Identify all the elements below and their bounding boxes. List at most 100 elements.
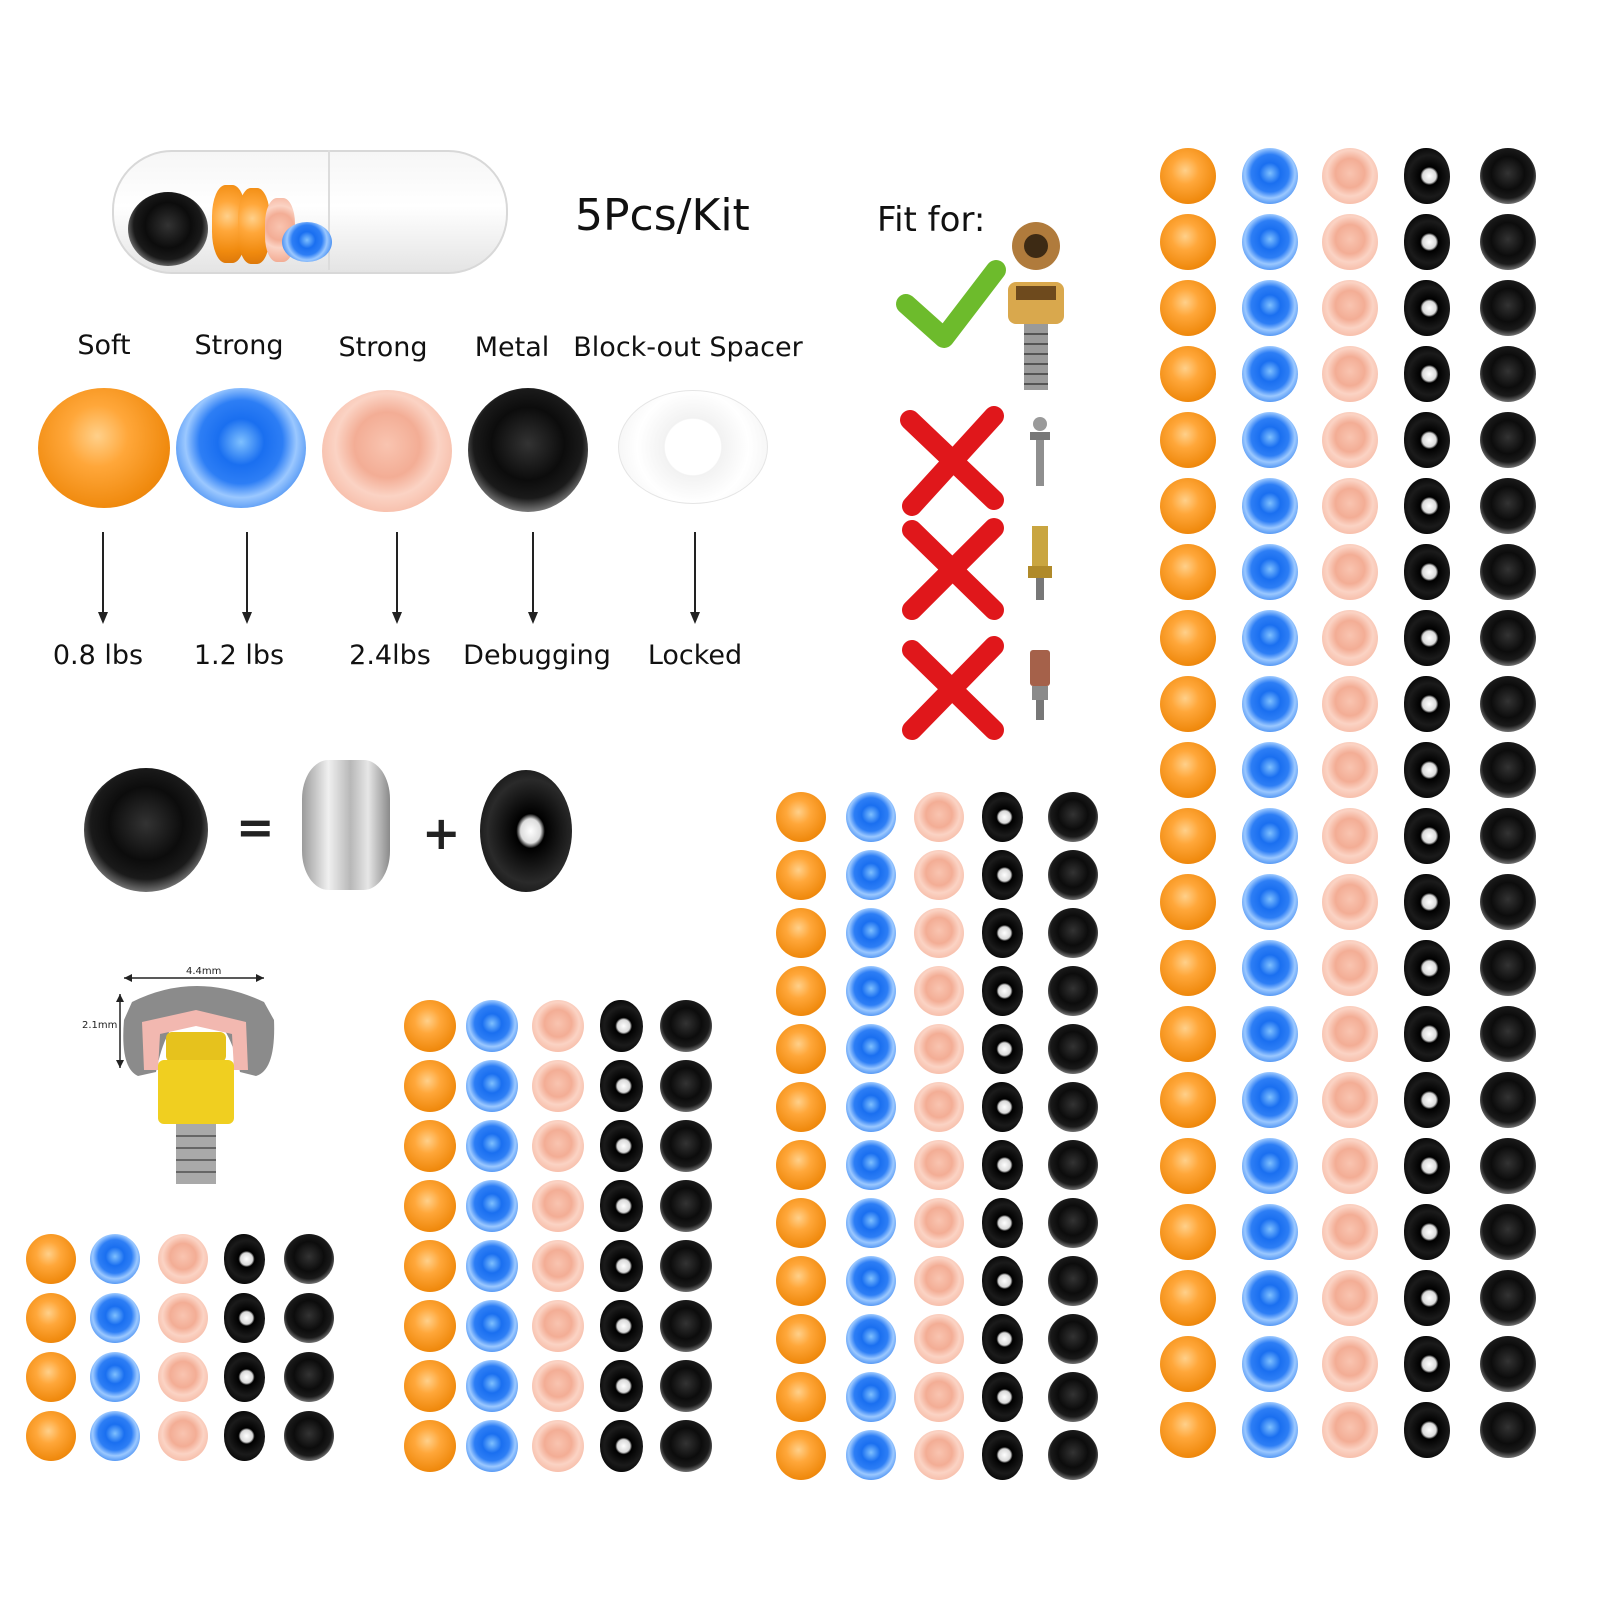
metal-housing-image [302, 760, 390, 890]
insert-pink-item [1322, 1402, 1378, 1458]
insert-metal-item [1048, 1140, 1098, 1190]
equals-sign: = [236, 800, 275, 854]
insert-metal-item [1480, 610, 1536, 666]
insert-pink-item [914, 1140, 964, 1190]
arrow-head-strong-pink [392, 612, 402, 624]
insert-black-item [1404, 478, 1450, 534]
insert-metal-item [660, 1240, 712, 1292]
insert-image-strong-pink [322, 390, 452, 512]
insert-blue-item [466, 1420, 518, 1472]
insert-metal-item [284, 1352, 334, 1402]
arrow-head-strong-blue [242, 612, 252, 624]
arrow-soft [102, 532, 104, 612]
insert-pink-item [158, 1293, 208, 1343]
insert-blue-item [1242, 1072, 1298, 1128]
insert-pink-item [914, 1198, 964, 1248]
insert-blue-item [1242, 1204, 1298, 1260]
insert-orange-item [1160, 478, 1216, 534]
insert-blue-item [90, 1352, 140, 1402]
insert-pink-item [914, 1024, 964, 1074]
insert-black-item [982, 1430, 1023, 1480]
insert-pink-item [532, 1420, 584, 1472]
insert-black-item [1404, 1270, 1450, 1326]
insert-black-item [224, 1352, 265, 1402]
insert-metal-item [1048, 792, 1098, 842]
insert-pink-item [1322, 346, 1378, 402]
insert-metal-item [1048, 850, 1098, 900]
insert-pink-item [532, 1180, 584, 1232]
insert-blue-item [846, 1314, 896, 1364]
gold-abutment-image [1028, 526, 1052, 600]
insert-pink-item [532, 1120, 584, 1172]
insert-blue-item [466, 1180, 518, 1232]
insert-orange-item [1160, 940, 1216, 996]
insert-pink-item [914, 1372, 964, 1422]
insert-black-item [982, 1314, 1023, 1364]
insert-blue-item [1242, 1006, 1298, 1062]
insert-value-metal: Debugging [463, 640, 611, 671]
fit-icons [896, 222, 1064, 740]
insert-black-item [1404, 1336, 1450, 1392]
insert-black-item [1404, 544, 1450, 600]
insert-black-item [1404, 874, 1450, 930]
insert-metal-item [1048, 1314, 1098, 1364]
insert-metal-item [1480, 742, 1536, 798]
insert-pink-item [1322, 148, 1378, 204]
insert-black-item [1404, 1204, 1450, 1260]
insert-orange-item [1160, 214, 1216, 270]
insert-blue-item [1242, 346, 1298, 402]
insert-black-item [600, 1180, 643, 1232]
insert-orange-item [404, 1420, 456, 1472]
capsule-divider [328, 150, 330, 270]
insert-blue-item [90, 1411, 140, 1461]
insert-orange-item [404, 1300, 456, 1352]
insert-black-item [1404, 214, 1450, 270]
insert-pink-item [1322, 1336, 1378, 1392]
insert-black-item [1404, 742, 1450, 798]
insert-metal-item [1480, 1402, 1536, 1458]
insert-orange-item [776, 1024, 826, 1074]
insert-name-soft: Soft [77, 330, 131, 361]
insert-blue-item [1242, 412, 1298, 468]
insert-blue-item [1242, 676, 1298, 732]
insert-black-item [1404, 280, 1450, 336]
insert-orange-item [776, 1082, 826, 1132]
insert-orange-item [776, 966, 826, 1016]
insert-black-item [1404, 1402, 1450, 1458]
insert-blue-item [1242, 1336, 1298, 1392]
insert-blue-item [846, 792, 896, 842]
insert-blue-item [466, 1120, 518, 1172]
insert-metal-item [284, 1293, 334, 1343]
insert-metal-item [1480, 940, 1536, 996]
insert-blue-item [846, 1082, 896, 1132]
insert-metal-item [1480, 874, 1536, 930]
insert-black-item [1404, 1006, 1450, 1062]
insert-black-item [600, 1120, 643, 1172]
insert-pink-item [914, 966, 964, 1016]
plus-sign: + [422, 806, 461, 860]
insert-image-metal [468, 388, 588, 512]
insert-metal-item [1480, 808, 1536, 864]
insert-pink-item [158, 1234, 208, 1284]
insert-black-item [600, 1240, 643, 1292]
insert-blue-item [1242, 214, 1298, 270]
insert-pink-item [158, 1411, 208, 1461]
insert-orange-item [1160, 1402, 1216, 1458]
insert-pink-item [914, 1256, 964, 1306]
insert-pink-item [914, 908, 964, 958]
insert-black-item [1404, 412, 1450, 468]
insert-pink-item [1322, 1204, 1378, 1260]
insert-orange-item [404, 1060, 456, 1112]
insert-orange-item [776, 1256, 826, 1306]
insert-metal-item [1048, 966, 1098, 1016]
cross-icon-3 [902, 636, 1004, 740]
check-icon [896, 260, 1006, 348]
insert-blue-item [846, 850, 896, 900]
insert-black-item [1404, 346, 1450, 402]
arrow-strong-blue [246, 532, 248, 612]
insert-metal-item [1048, 1256, 1098, 1306]
cross-section-diagram [116, 974, 275, 1184]
insert-orange-item [26, 1293, 76, 1343]
insert-orange-item [1160, 346, 1216, 402]
insert-metal-item [660, 1180, 712, 1232]
